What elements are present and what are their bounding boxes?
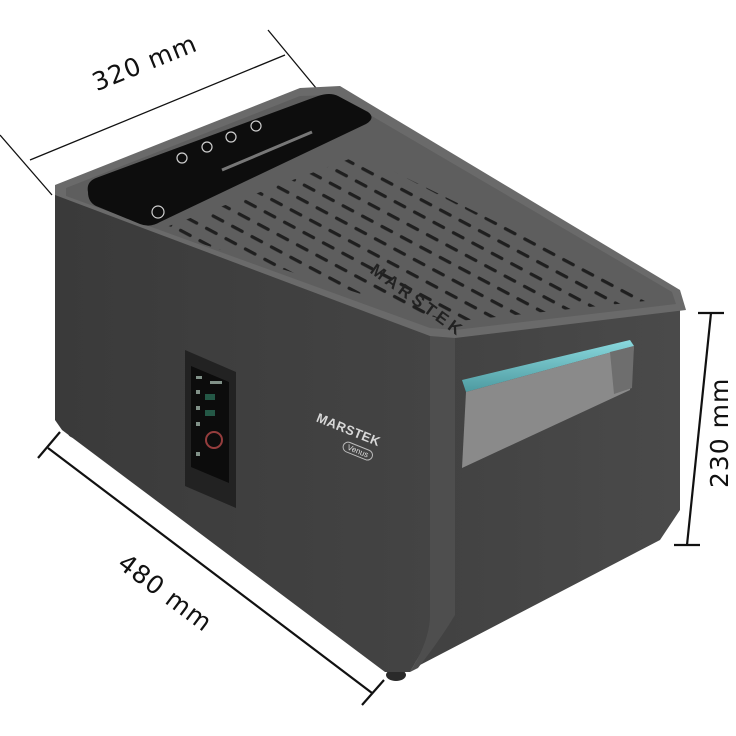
handle-recess [462,346,634,468]
height-dimension-line [674,311,724,547]
length-dimension-line [37,431,385,706]
port-connectors [151,120,313,219]
corner-edge [410,330,455,672]
display-panel [185,350,236,508]
side-face [55,190,440,672]
handle-inner-wall [610,346,634,394]
height-dimension-label: 230 mm [705,377,734,488]
vent-grid [158,155,655,322]
width-dimension-line [0,29,317,196]
handle-glow [462,340,634,392]
port-well [87,94,372,226]
